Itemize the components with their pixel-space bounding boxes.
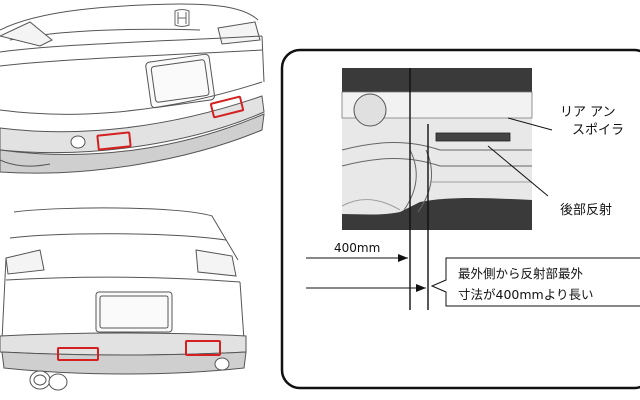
car-bottom-under-spoiler — [1, 351, 247, 375]
car-bottom-right-tail-light — [195, 249, 237, 277]
car-bottom-roof-line — [13, 207, 239, 261]
car-bottom-left-tail-light — [5, 249, 45, 275]
car-bottom-left-exhaust — [29, 370, 51, 390]
car-bottom-bumper — [0, 332, 247, 356]
car-top-license-plate — [145, 53, 216, 109]
dimension-note-line1: 最外側から反射部最外 — [458, 266, 584, 281]
honda-logo-icon — [174, 9, 190, 27]
dimension-note-line2: 寸法が400mmより長い — [458, 287, 593, 302]
car-top-rear-view — [0, 3, 265, 174]
car-top-roof-line — [0, 3, 259, 31]
car-bottom-license-plate — [95, 291, 173, 333]
dimension-note-box — [430, 257, 640, 307]
car-bottom-rear-view — [0, 207, 247, 391]
car-bottom-right-reflector-highlight — [185, 340, 221, 356]
car-top-left-reflector-highlight — [96, 131, 132, 151]
car-bottom-right-exhaust — [214, 357, 230, 371]
car-top-bumper — [0, 95, 265, 154]
car-bottom-left-reflector-highlight — [57, 347, 99, 361]
car-top-exhaust — [70, 135, 86, 149]
spoiler-leader-line — [507, 117, 553, 131]
rear-under-spoiler-label-line2: スポイラ — [572, 123, 624, 138]
car-top-right-tail-light — [217, 21, 261, 45]
detail-photo-inset — [341, 68, 533, 230]
rear-under-spoiler-label-line1: リア アン — [560, 105, 616, 120]
car-top-right-reflector-highlight — [209, 95, 245, 119]
car-top-left-tail-light — [0, 21, 53, 47]
dimension-label: 400mm — [334, 241, 380, 255]
detail-reflector — [435, 132, 511, 142]
car-top-under-spoiler — [0, 113, 265, 174]
reflector-leader-line — [487, 145, 549, 197]
rear-reflector-label: 後部反射 — [560, 202, 612, 218]
